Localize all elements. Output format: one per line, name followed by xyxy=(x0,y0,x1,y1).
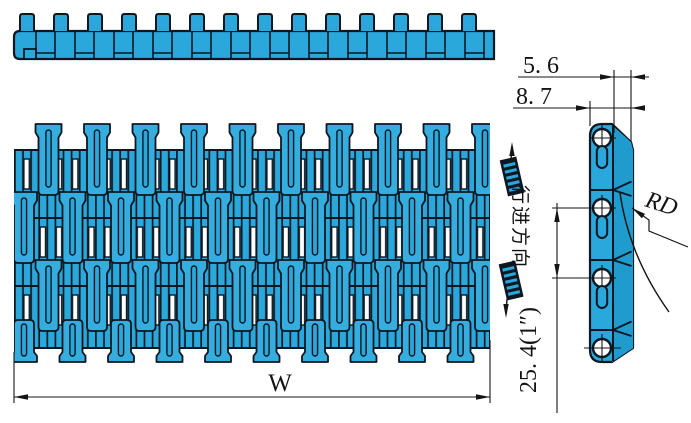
dimension-pitch xyxy=(552,203,589,413)
module-seam-lines xyxy=(35,31,485,59)
link-hinge-joints xyxy=(590,180,632,337)
dimension-top-thickness xyxy=(518,70,649,141)
dimension-belt-width xyxy=(13,340,491,403)
belt-plan-view xyxy=(14,123,490,363)
radius-label: RD xyxy=(641,187,680,222)
belt-side-elevation-view xyxy=(12,13,496,61)
dim-top-thickness-label: 5. 6 xyxy=(523,53,559,79)
drive-teeth xyxy=(19,13,477,32)
belt-edge-profile xyxy=(12,29,496,61)
radius-callout xyxy=(630,205,689,248)
dim-belt-width-label: W xyxy=(268,370,292,397)
edge-notch xyxy=(23,48,37,60)
dim-pitch-label: 25. 4(1″) xyxy=(516,307,542,393)
link-slots xyxy=(595,145,609,309)
edge-link-side-view xyxy=(584,122,670,364)
direction-indicator: 行进方向 xyxy=(498,142,531,318)
back-flex-radius-arc xyxy=(619,192,670,313)
dim-total-thickness-label: 8. 7 xyxy=(516,84,552,110)
direction-arrow-up-icon xyxy=(499,142,525,197)
direction-label: 行进方向 xyxy=(509,185,531,269)
link-side-face xyxy=(612,126,633,362)
direction-arrow-down-icon xyxy=(498,260,524,318)
dimension-total-thickness xyxy=(513,101,645,126)
